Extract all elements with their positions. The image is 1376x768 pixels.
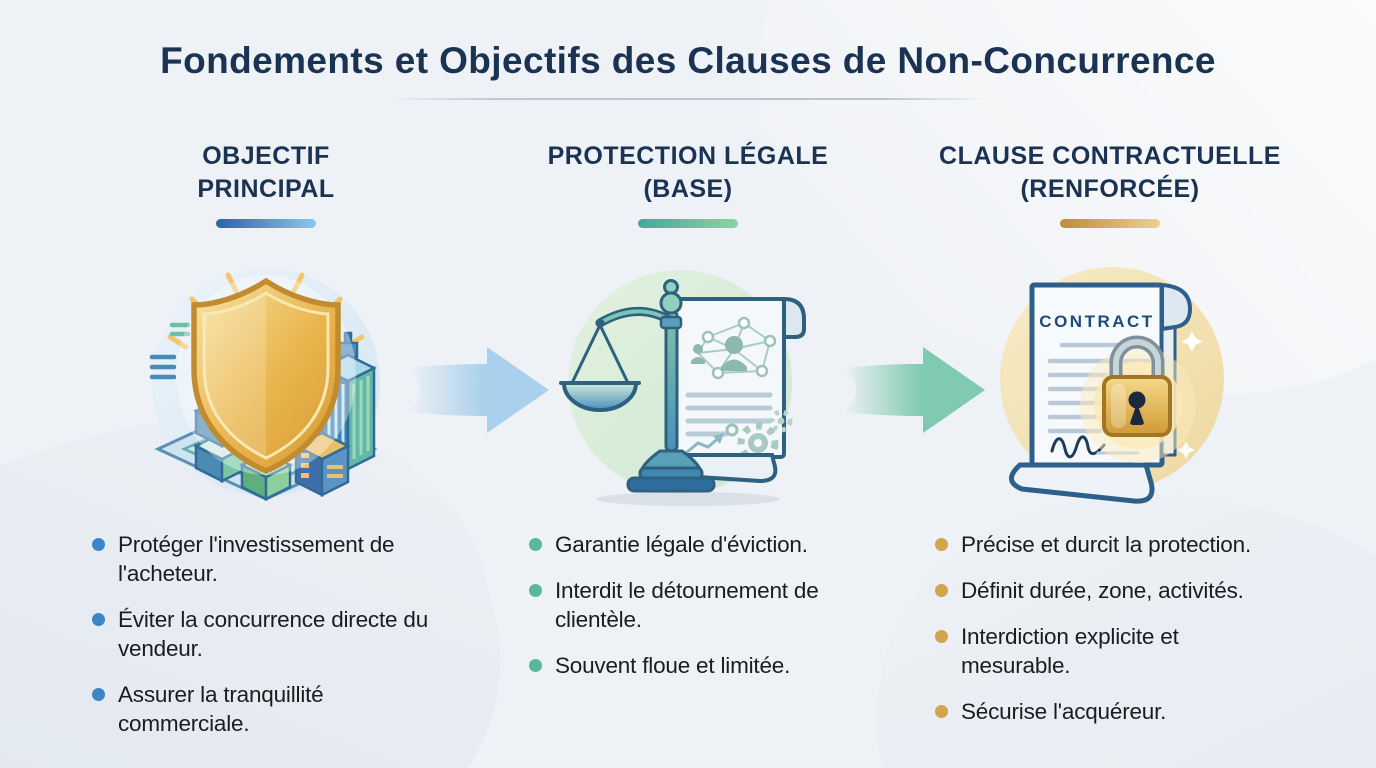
column-clause-contractuelle: CLAUSE CONTRACTUELLE (RENFORCÉE) — [899, 140, 1321, 755]
list-item: Définit durée, zone, activités. — [935, 576, 1285, 605]
bullet-list: Précise et durcit la protection. Définit… — [935, 530, 1285, 726]
page-title: Fondements et Objectifs des Clauses de N… — [160, 40, 1216, 81]
list-item: Souvent floue et limitée. — [529, 651, 847, 680]
bullet-text: Interdit le détournement de clientèle. — [555, 578, 819, 632]
accent-bar — [638, 219, 738, 228]
list-item: Assurer la tranquillité commerciale. — [92, 680, 440, 738]
bullet-dot-icon — [529, 659, 542, 672]
bullet-dot-icon — [935, 538, 948, 551]
accent-bar — [1060, 219, 1160, 228]
list-item: Sécurise l'acquéreur. — [935, 697, 1285, 726]
bullet-dot-icon — [935, 630, 948, 643]
bullet-text: Interdiction explicite et mesurable. — [961, 624, 1179, 678]
column-header-line2: PRINCIPAL — [197, 175, 335, 203]
list-item: Garantie légale d'éviction. — [529, 530, 847, 559]
accent-bar — [216, 219, 316, 228]
column-header-line1: OBJECTIF — [202, 142, 330, 170]
bullet-dot-icon — [529, 538, 542, 551]
list-item: Éviter la concurrence directe du vendeur… — [92, 605, 440, 663]
bullet-text: Précise et durcit la protection. — [961, 532, 1251, 557]
shield-over-city-icon — [55, 228, 477, 526]
list-item: Interdit le détournement de clientèle. — [529, 576, 847, 634]
flow-arrow-icon — [844, 347, 985, 433]
bullet-text: Assurer la tranquillité commerciale. — [118, 682, 324, 736]
bullet-dot-icon — [92, 688, 105, 701]
columns-row: OBJECTIF PRINCIPAL — [0, 140, 1376, 755]
bullet-text: Garantie légale d'éviction. — [555, 532, 808, 557]
bullet-text: Souvent floue et limitée. — [555, 653, 791, 678]
bullet-text: Éviter la concurrence directe du vendeur… — [118, 607, 429, 661]
contract-label: CONTRACT — [1039, 312, 1154, 331]
column-header: OBJECTIF PRINCIPAL — [55, 140, 477, 206]
flow-arrow-icon — [408, 347, 549, 433]
bullet-list: Garantie légale d'éviction. Interdit le … — [529, 530, 847, 680]
bullet-dot-icon — [935, 584, 948, 597]
column-objectif-principal: OBJECTIF PRINCIPAL — [55, 140, 477, 755]
bullet-dot-icon — [935, 705, 948, 718]
column-header-line1: CLAUSE CONTRACTUELLE — [939, 142, 1281, 170]
locked-contract-icon: CONTRACT — [899, 228, 1321, 526]
column-header: PROTECTION LÉGALE (BASE) — [477, 140, 899, 206]
column-header-line1: PROTECTION LÉGALE — [547, 142, 829, 170]
list-item: Protéger l'investissement de l'acheteur. — [92, 530, 440, 588]
bullet-dot-icon — [529, 584, 542, 597]
bullet-dot-icon — [92, 613, 105, 626]
scales-and-document-icon — [477, 228, 899, 526]
bullet-text: Définit durée, zone, activités. — [961, 578, 1244, 603]
column-header-line2: (BASE) — [643, 175, 733, 203]
list-item: Interdiction explicite et mesurable. — [935, 622, 1285, 680]
list-item: Précise et durcit la protection. — [935, 530, 1285, 559]
bullet-list: Protéger l'investissement de l'acheteur.… — [92, 530, 440, 738]
column-header: CLAUSE CONTRACTUELLE (RENFORCÉE) — [899, 140, 1321, 206]
column-header-line2: (RENFORCÉE) — [1020, 175, 1200, 203]
bullet-text: Sécurise l'acquéreur. — [961, 699, 1167, 724]
bullet-text: Protéger l'investissement de l'acheteur. — [118, 532, 395, 586]
column-protection-legale: PROTECTION LÉGALE (BASE) — [477, 140, 899, 755]
title-divider — [388, 98, 988, 100]
bullet-dot-icon — [92, 538, 105, 551]
